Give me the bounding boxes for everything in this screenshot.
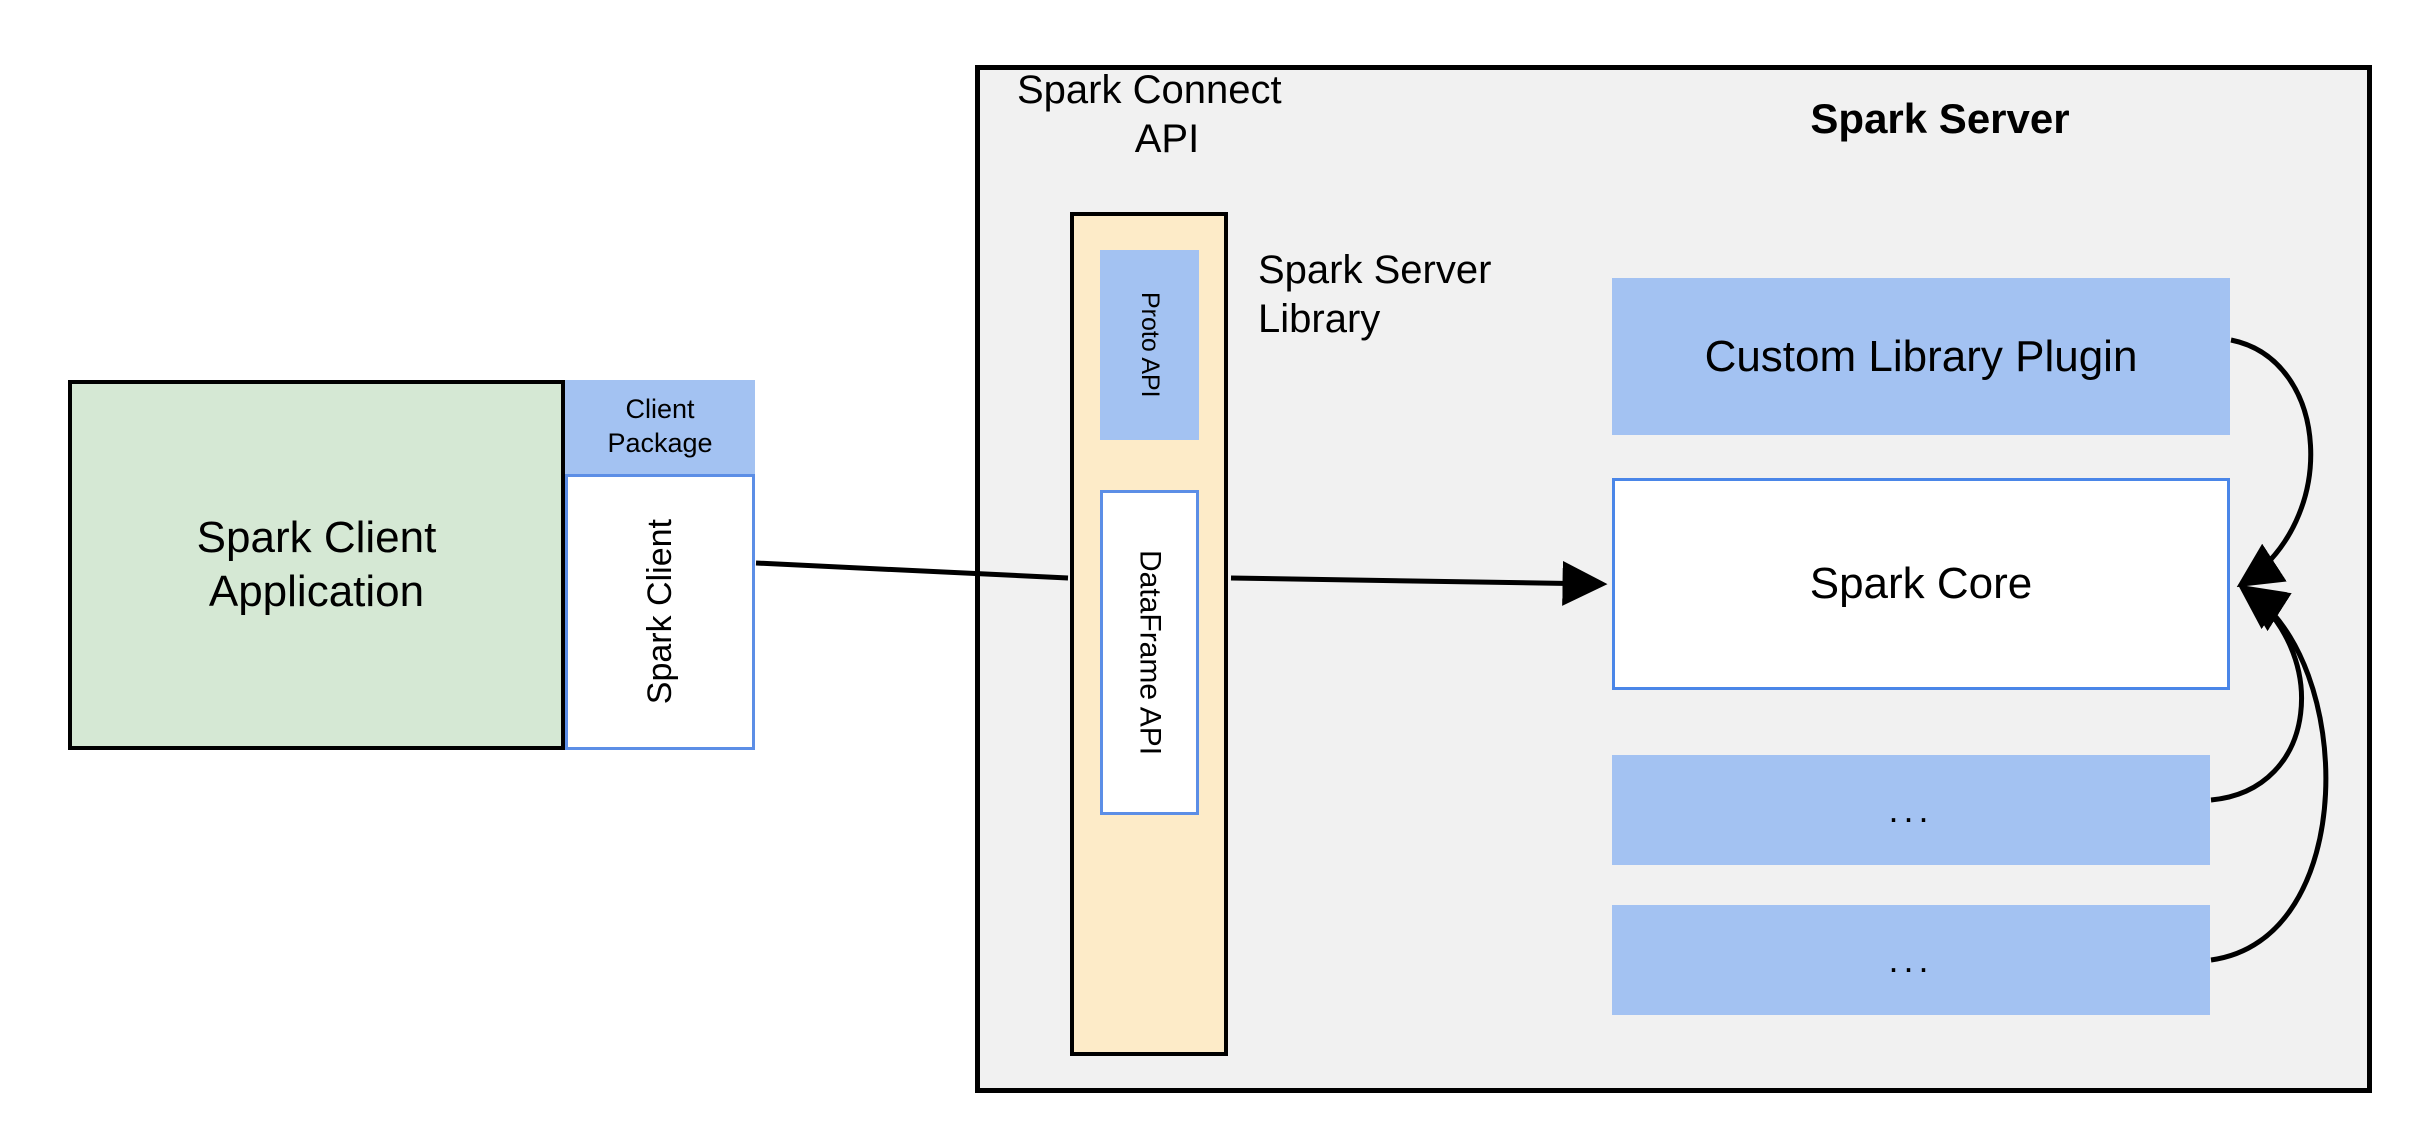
dataframe-api-box[interactable]: DataFrame API <box>1100 490 1199 815</box>
spark-client-label: Spark Client <box>640 519 679 705</box>
client-package-box[interactable]: Client Package <box>565 380 755 474</box>
spark-client-application-line2: Application <box>208 567 425 616</box>
dataframe-api-label: DataFrame API <box>1133 549 1167 756</box>
ellipsis-box-1-label: ... <box>1888 789 1934 830</box>
spark-connect-api-line1: Spark Connect <box>1017 68 1282 113</box>
spark-connect-api-line2: API <box>1134 117 1200 161</box>
spark-connect-api-label: Spark Connect API <box>1017 60 1317 170</box>
proto-api-box[interactable]: Proto API <box>1100 250 1199 440</box>
spark-client-box[interactable]: Spark Client <box>565 474 755 750</box>
ellipsis-box-2[interactable]: ... <box>1612 905 2210 1015</box>
spark-client-application-box[interactable]: Spark Client Application <box>68 380 565 750</box>
spark-server-library-line2: Library <box>1258 297 1381 341</box>
spark-core-box[interactable]: Spark Core <box>1612 478 2230 690</box>
client-package-line1: Client <box>625 394 695 425</box>
spark-server-library-line1: Spark Server <box>1258 248 1492 293</box>
proto-api-label: Proto API <box>1136 292 1164 398</box>
custom-library-plugin-box[interactable]: Custom Library Plugin <box>1612 278 2230 435</box>
spark-server-library-label: Spark Server Library <box>1258 240 1568 350</box>
custom-library-plugin-label: Custom Library Plugin <box>1704 331 2138 381</box>
spark-client-application-line1: Spark Client <box>196 513 437 563</box>
spark-core-label: Spark Core <box>1809 559 2033 608</box>
spark-server-title: Spark Server <box>1810 95 2070 142</box>
ellipsis-box-1[interactable]: ... <box>1612 755 2210 865</box>
client-package-line2: Package <box>607 428 713 458</box>
ellipsis-box-2-label: ... <box>1888 939 1934 980</box>
